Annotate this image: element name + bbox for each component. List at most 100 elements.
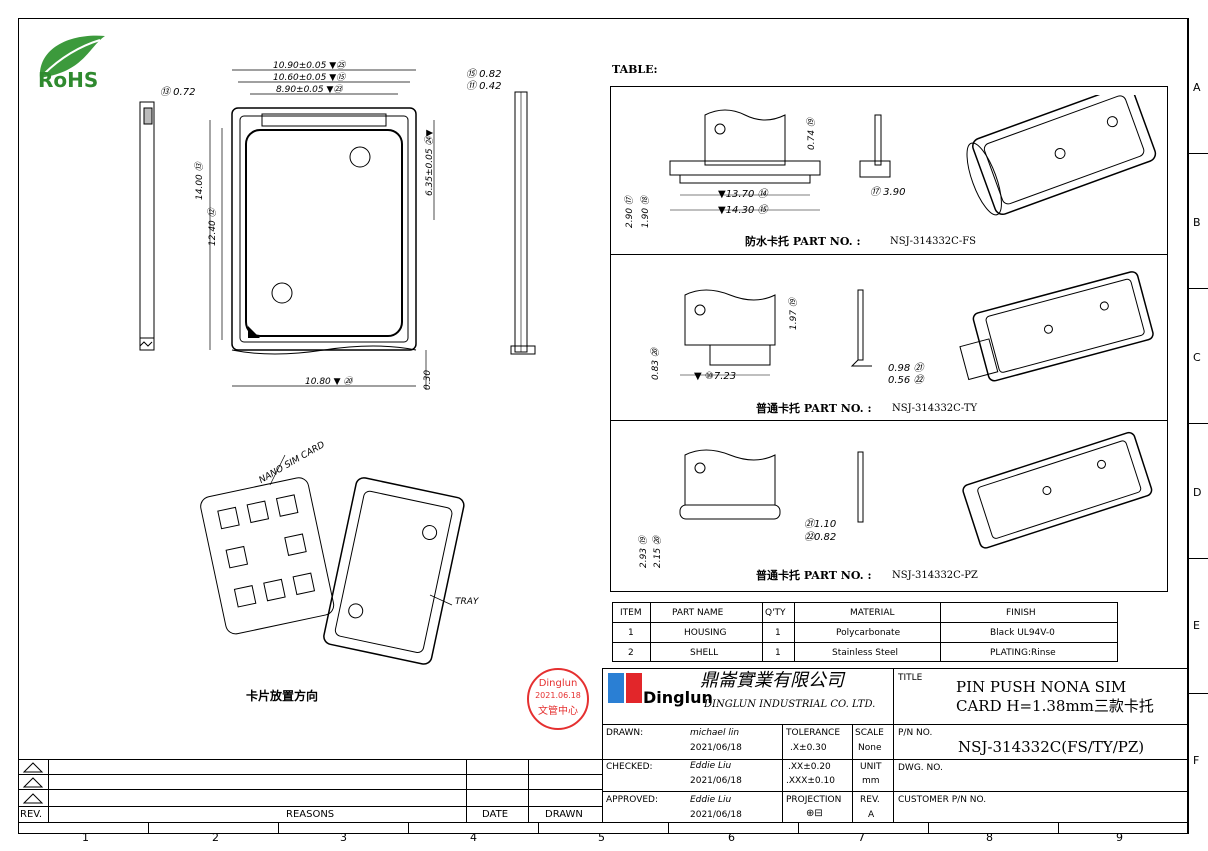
fs-dim-3: 2.90 ⑰ — [625, 196, 635, 228]
zone-divider — [1188, 693, 1208, 694]
dim-bottom-gap: 0.30 — [423, 369, 433, 390]
customer-pn-label: CUSTOMER P/N NO. — [898, 795, 987, 805]
title-block-line — [782, 724, 783, 822]
rohs-leaf-icon — [39, 35, 105, 78]
zone-tick — [1058, 822, 1059, 834]
drawn-label: DRAWN: — [606, 728, 644, 738]
zone-label-c: C — [1193, 351, 1201, 364]
fs-dim-6: ⑰ 3.90 — [870, 187, 906, 198]
dim-side-2: ⑪ 0.42 — [466, 81, 502, 92]
bom-cell: HOUSING — [684, 628, 727, 638]
title-line-2: CARD H=1.38mm三款卡托 — [956, 697, 1154, 715]
zone-col-6: 6 — [728, 831, 735, 844]
bom-col-line — [794, 602, 795, 662]
dim-bottom-width: 10.80 ▼ ⑳ — [305, 377, 353, 387]
zone-label-f: F — [1193, 754, 1200, 767]
tray-label: TRAY — [455, 597, 479, 607]
reasons-header: REASONS — [286, 809, 335, 820]
ty-part-no: NSJ-314332C-TY — [892, 403, 978, 414]
variant-pz-drawing — [679, 431, 1153, 549]
title-line-1: PIN PUSH NONA SIM — [956, 678, 1127, 696]
title-block-line — [602, 791, 1188, 792]
title-block-line — [602, 724, 1188, 725]
zone-label-d: D — [1193, 486, 1202, 499]
zone-tick — [408, 822, 409, 834]
bom-cell: 1 — [775, 628, 781, 638]
rev-table-line — [18, 822, 1188, 823]
variant-divider — [610, 420, 1168, 421]
pz-dim-1: 2.93 ⑲ — [639, 536, 649, 568]
variant-ty-drawing — [680, 271, 1154, 382]
rev-table-line — [528, 759, 529, 822]
bom-cell: Black UL94V-0 — [990, 628, 1055, 638]
title-label: TITLE — [898, 673, 923, 683]
zone-label-b: B — [1193, 216, 1201, 229]
dim-notch: 6.35±0.05 ㉔▼ — [425, 129, 435, 196]
zone-tick — [148, 822, 149, 834]
bom-cell: PLATING:Rinse — [990, 648, 1056, 658]
pz-caption: 普通卡托 PART NO. : — [756, 569, 872, 582]
bom-header-item: ITEM — [620, 608, 642, 618]
pn-value: NSJ-314332C(FS/TY/PZ) — [958, 738, 1145, 756]
tolerance-label: TOLERANCE — [786, 728, 841, 738]
zone-tick — [278, 822, 279, 834]
zone-divider — [1188, 153, 1208, 154]
approval-stamp: Dinglun 2021.06.18 文管中心 — [527, 668, 589, 730]
zone-col-9: 9 — [1116, 831, 1123, 844]
zone-col-1: 1 — [82, 831, 89, 844]
table-title: TABLE: — [612, 63, 658, 76]
company-name-cn: 鼎崙實業有限公司 — [700, 670, 844, 691]
zone-divider — [1188, 288, 1208, 289]
dinglun-logo-text: Dinglun — [643, 688, 713, 707]
fs-dim-2: ▼14.30 ⑮ — [718, 205, 768, 216]
stamp-line-1: Dinglun — [538, 678, 578, 689]
side-view-drawing — [139, 101, 155, 351]
zone-col-7: 7 — [858, 831, 865, 844]
zone-column-edge — [1188, 18, 1189, 834]
fs-caption: 防水卡托 PART NO. : — [745, 235, 861, 248]
company-name-en: DINGLUN INDUSTRIAL CO. LTD. — [704, 699, 876, 710]
tray-side-view — [510, 91, 536, 355]
approved-label: APPROVED: — [606, 795, 658, 805]
sim-placement-illustration — [200, 454, 465, 665]
zone-label-a: A — [1193, 81, 1201, 94]
date-header: DATE — [482, 809, 509, 820]
bom-header-finish: FINISH — [1006, 608, 1036, 618]
variant-table-box — [610, 86, 1168, 592]
rev-value: A — [868, 810, 875, 820]
bom-col-line — [650, 602, 651, 662]
zone-col-5: 5 — [598, 831, 605, 844]
scale-value: None — [858, 743, 882, 753]
rev-table-line — [18, 759, 602, 760]
bom-cell: SHELL — [690, 648, 719, 658]
fs-dim-5: 0.74 ⑲ — [807, 118, 817, 150]
bom-col-line — [940, 602, 941, 662]
ty-dim-2: 0.83 ⑳ — [651, 348, 661, 380]
ty-dim-3: ▼ ⑩7.23 — [694, 371, 737, 382]
tray-front-view — [209, 69, 435, 390]
rev-table-line — [18, 806, 602, 807]
fs-dim-1: ▼13.70 ⑭ — [718, 189, 768, 200]
dinglun-logo-block-icon — [626, 673, 642, 703]
stamp-line-2: 2021.06.18 — [535, 691, 581, 700]
tolerance-3: .XXX±0.10 — [786, 776, 835, 786]
bom-header-qty: Q'TY — [765, 608, 786, 618]
projection-symbol-icon: ⊕⊟ — [806, 808, 823, 819]
bom-col-line — [762, 602, 763, 662]
revision-triangle-icons — [22, 762, 44, 804]
rev-table-line — [48, 759, 49, 822]
drawn-header: DRAWN — [545, 809, 583, 820]
zone-label-e: E — [1193, 619, 1200, 632]
bom-cell: 1 — [775, 648, 781, 658]
pz-dim-2: 2.15 ⑳ — [653, 536, 663, 568]
title-block-line — [852, 724, 853, 822]
sim-direction-caption: 卡片放置方向 — [246, 689, 319, 703]
pz-dim-4: ㉒0.82 — [804, 532, 837, 543]
zone-col-8: 8 — [986, 831, 993, 844]
bom-row-line — [612, 642, 1118, 643]
zone-col-4: 4 — [470, 831, 477, 844]
drawn-name: michael lin — [690, 728, 740, 738]
dwg-label: DWG. NO. — [898, 763, 943, 773]
dim-edge-thickness: ⑬ 0.72 — [160, 87, 196, 98]
rev-label: REV. — [860, 795, 880, 805]
